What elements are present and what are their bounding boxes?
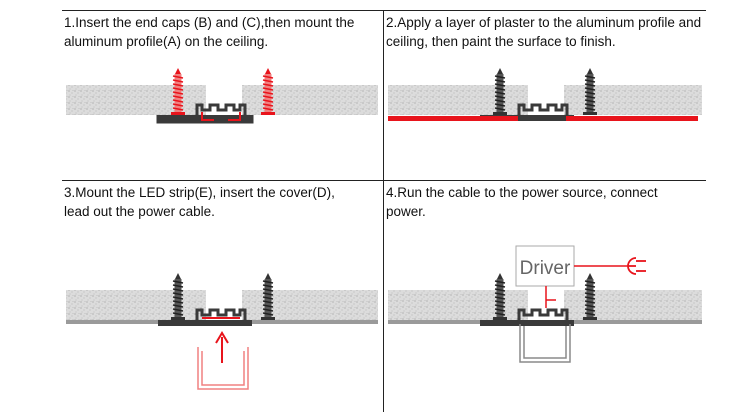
step-2-text: 2.Apply a layer of plaster to the alumin… xyxy=(386,15,702,49)
aluminum-profile xyxy=(517,103,569,115)
plug-icon xyxy=(627,257,646,275)
aluminum-profile xyxy=(517,308,569,320)
grid-middle-border xyxy=(62,180,706,181)
ceiling-left xyxy=(388,290,528,320)
driver-label: Driver xyxy=(520,258,571,279)
plaster-layer-right xyxy=(566,116,698,121)
grid-top-border xyxy=(62,10,706,11)
diagram-step-4: Driver xyxy=(388,245,702,363)
cover-diffuser xyxy=(197,347,249,390)
arrow-up-icon xyxy=(215,331,229,363)
step-1-text: 1.Insert the end caps (B) and (C),then m… xyxy=(64,15,355,49)
diagram-step-3 xyxy=(66,272,378,390)
ceiling-right xyxy=(564,290,702,320)
end-cap-left xyxy=(201,112,214,121)
ceiling-right xyxy=(242,85,378,115)
ceiling-left xyxy=(66,85,206,115)
plaster-layer-left xyxy=(388,116,518,121)
ceiling-left xyxy=(66,290,206,320)
ceiling-right xyxy=(242,290,378,320)
ceiling-right xyxy=(564,85,702,115)
ceiling-left xyxy=(388,85,528,115)
diagram-step-1 xyxy=(66,67,378,124)
step-4-text: 4.Run the cable to the power source, con… xyxy=(386,185,658,219)
cover-diffuser xyxy=(519,324,571,363)
grid-vertical-divider xyxy=(383,10,384,412)
aluminum-profile xyxy=(195,308,247,320)
power-cable xyxy=(545,265,628,308)
end-cap-right xyxy=(228,112,241,121)
diagram-step-2 xyxy=(388,67,702,121)
step-3-text: 3.Mount the LED strip(E), insert the cov… xyxy=(64,185,335,219)
